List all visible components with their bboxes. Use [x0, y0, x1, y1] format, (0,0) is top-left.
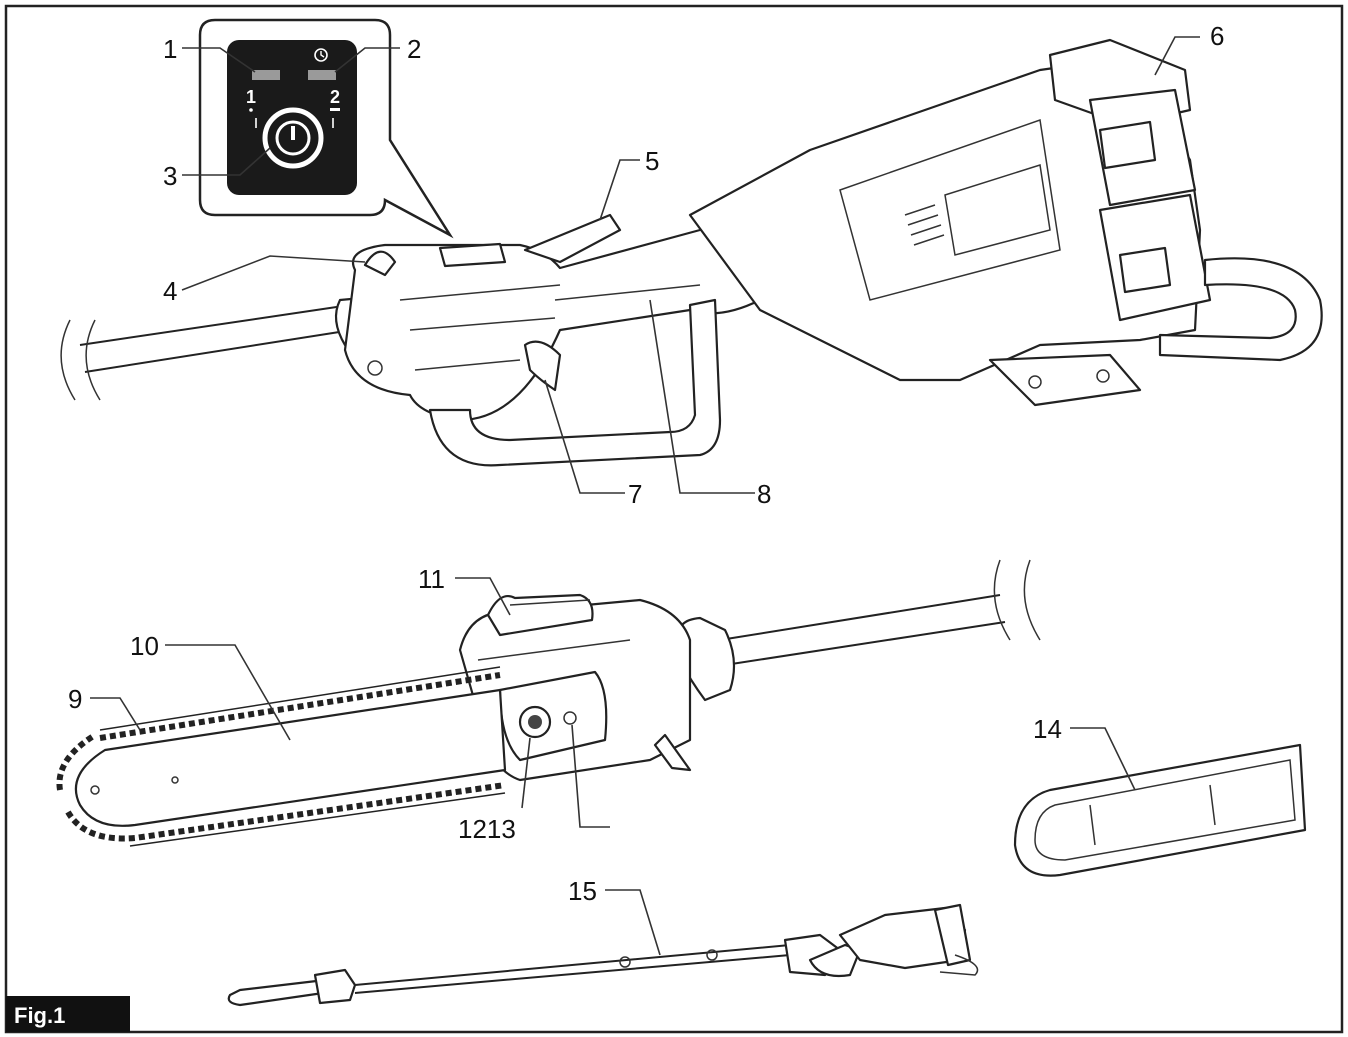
callout-numbers: 1 2 3 4 5 6 7 8 9 10 11 1213 14 15: [68, 21, 1224, 906]
pole-saw-head: [56, 559, 1041, 847]
control-panel-inset: 1 2: [198, 18, 454, 239]
callout-14: 14: [1033, 714, 1062, 744]
saw-chain: [56, 672, 506, 842]
callout-4: 4: [163, 276, 177, 306]
mode-mark-2: 2: [330, 87, 340, 107]
timer-icon: [314, 48, 328, 62]
callout-1: 1: [163, 34, 177, 64]
figure-label-box: [6, 996, 130, 1032]
figure-label: Fig.1: [14, 1003, 65, 1028]
figure-frame: [4, 4, 1344, 1034]
callout-7: 7: [628, 479, 642, 509]
callout-10: 10: [130, 631, 159, 661]
callout-6: 6: [1210, 21, 1224, 51]
main-power-unit: [60, 38, 1323, 467]
full-tool-overview: [227, 903, 979, 1007]
leader-lines: [90, 36, 1200, 956]
guide-bar-cover: [1013, 743, 1307, 877]
mode-mark-1: 1: [246, 87, 256, 107]
callout-8: 8: [757, 479, 771, 509]
power-button-icon: [262, 107, 324, 169]
callout-11: 11: [418, 564, 445, 594]
indicator-lamp-1: [252, 70, 280, 80]
indicator-lamp-2: [308, 70, 336, 80]
callout-3: 3: [163, 161, 177, 191]
callout-2: 2: [407, 34, 421, 64]
callout-5: 5: [645, 146, 659, 176]
callout-1213: 1213: [458, 814, 516, 844]
callout-9: 9: [68, 684, 82, 714]
callout-15: 15: [568, 876, 597, 906]
